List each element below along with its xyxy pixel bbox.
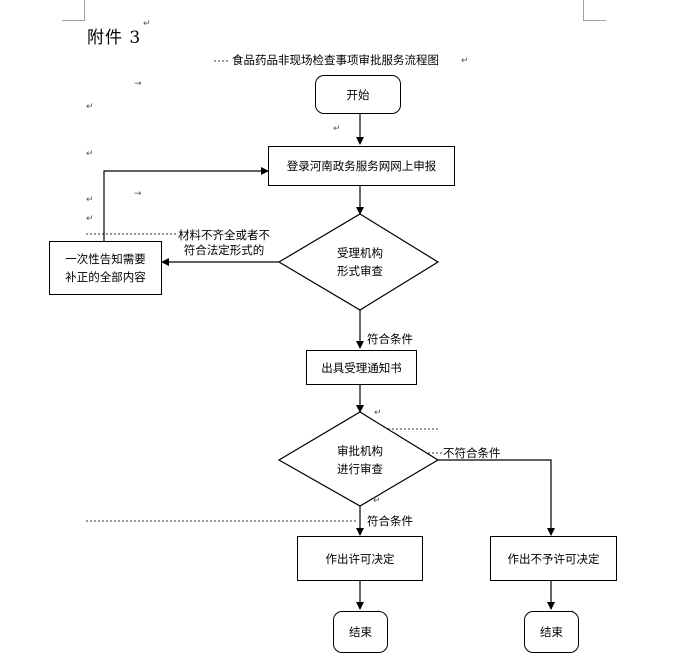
start-label: 开始 — [346, 87, 370, 102]
end-left-label: 结束 — [349, 625, 372, 639]
notify-label-line2: 补正的全部内容 — [65, 270, 146, 284]
arrow-approve-to-deny — [438, 459, 555, 536]
review-diamond-shape — [277, 213, 440, 311]
page-corner-mark-left — [62, 0, 85, 21]
end-right-label: 结束 — [540, 625, 563, 639]
paragraph-mark: ↵ — [373, 496, 381, 506]
deny-node: 作出不予许可决定 — [490, 536, 617, 581]
paragraph-mark: ↵ — [333, 124, 341, 134]
paragraph-mark: ↵ — [86, 102, 94, 112]
dotted-leader — [372, 428, 438, 430]
paragraph-mark: ↵ — [374, 408, 382, 418]
not-meets-condition-label: 不符合条件 — [443, 446, 501, 460]
incomplete-label-line2: 符合法定形式的 — [183, 243, 265, 257]
review-label-line1: 受理机构 — [337, 246, 383, 260]
review-label-line2: 形式审查 — [337, 264, 383, 278]
incomplete-label-line1: 材料不齐全或者不 — [178, 228, 270, 242]
deny-label: 作出不予许可决定 — [507, 551, 600, 566]
tab-mark: → — [134, 189, 142, 199]
dotted-leader — [214, 60, 228, 62]
paragraph-mark: ↵ — [86, 149, 94, 159]
login-node: 登录河南政务服务网网上申报 — [268, 146, 455, 186]
approve-diamond-shape — [277, 411, 440, 507]
paragraph-mark: ↵ — [143, 19, 151, 29]
diagram-title: 食品药品非现场检查事项审批服务流程图 — [232, 53, 439, 67]
dotted-leader — [86, 233, 176, 235]
approve-label-line2: 进行审查 — [337, 462, 383, 476]
approve-node: 审批机构 进行审查 — [310, 438, 410, 482]
end-node-right: 结束 — [524, 611, 579, 653]
dotted-leader — [86, 520, 356, 522]
arrow-notify-to-login — [103, 167, 269, 241]
paragraph-mark: ↵ — [461, 56, 469, 66]
tab-mark: → — [134, 79, 142, 89]
notify-node: 一次性告知需要 补正的全部内容 — [49, 241, 162, 295]
meets-condition-label-2: 符合条件 — [367, 514, 413, 528]
accept-notice-node: 出具受理通知书 — [306, 350, 417, 385]
grant-node: 作出许可决定 — [297, 536, 423, 581]
grant-label: 作出许可决定 — [325, 551, 395, 566]
start-node: 开始 — [315, 75, 401, 114]
accept-notice-label: 出具受理通知书 — [321, 360, 402, 375]
paragraph-mark: ↵ — [86, 195, 94, 205]
login-label: 登录河南政务服务网网上申报 — [286, 159, 437, 173]
paragraph-mark: ↵ — [86, 214, 94, 224]
review-node: 受理机构 形式审查 — [310, 240, 410, 284]
end-node-left: 结束 — [333, 611, 388, 653]
attachment-label: 附件 3 — [87, 28, 142, 48]
meets-condition-label-1: 符合条件 — [367, 332, 413, 346]
incomplete-condition-label: 材料不齐全或者不 符合法定形式的 — [168, 228, 280, 258]
page-corner-mark-right — [583, 0, 606, 21]
approve-label-line1: 审批机构 — [337, 444, 383, 458]
notify-label-line1: 一次性告知需要 — [65, 252, 146, 266]
